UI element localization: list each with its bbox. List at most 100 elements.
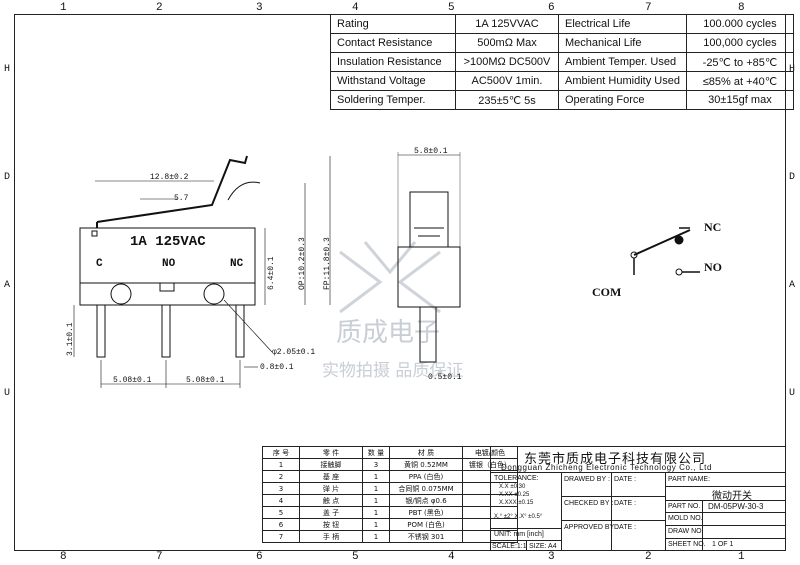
bom-cell: 5 (262, 506, 300, 519)
spec-label: Soldering Temper. (330, 90, 456, 110)
dim-pin-width: 0.8±0.1 (260, 363, 294, 372)
grid-col-bottom-1: 1 (738, 551, 745, 563)
part-name-value: 微动开关 (712, 491, 752, 502)
tolerance-label: TOLERANCE: (494, 475, 539, 482)
grid-row-left-u: U (4, 388, 11, 399)
drawed-date-label: DATE : (614, 476, 637, 483)
bom-cell: 接触脚 (299, 458, 363, 471)
grid-col-bottom-6: 6 (256, 551, 263, 563)
schematic-label-nc: NC (704, 220, 722, 234)
dim-body-height: 6.4±0.1 (267, 256, 276, 290)
angle-tolerance: X.° ±2° X.X° ±0.5° (494, 514, 543, 520)
spec-value: 100,000 cycles (685, 33, 794, 53)
bom-cell: 1 (362, 518, 390, 531)
checked-by-label: CHECKED BY : (564, 500, 614, 507)
watermark-text: 质成电子 (336, 318, 441, 348)
mounting-hole-left (110, 283, 132, 305)
bom-cell: 不锈钢 301 (389, 530, 463, 543)
bom-cell: 按 钮 (299, 518, 363, 531)
terminal-label-c: C (96, 258, 103, 270)
spec-value: AC500V 1min. (455, 71, 559, 91)
side-view-pin (419, 306, 437, 363)
body-rating-label: 1A 125VAC (130, 234, 206, 250)
bom-header-row: 序 号 零 件 数 量 材 质 电镀/颜色 (262, 446, 518, 459)
schematic-label-com: COM (592, 285, 622, 299)
dim-side-width: 5.8±0.1 (414, 147, 448, 156)
bom-cell: 1 (362, 506, 390, 519)
grid-row-left-h: H (4, 64, 11, 75)
bom-cell: 银/铜点 φ0.6 (389, 494, 463, 507)
part-no-value: DM-05PW-30-3 (708, 502, 764, 511)
bom-cell: 7 (262, 530, 300, 543)
draw-no-label: DRAW NO. (668, 528, 704, 535)
approved-by-label: APPROVED BY : (564, 524, 618, 531)
grid-col-top-4: 4 (352, 2, 359, 14)
spec-value: 235±5℃ 5s (455, 90, 559, 110)
spec-row: Soldering Temper. 235±5℃ 5s Operating Fo… (330, 90, 794, 110)
tolerance-line-1: X.X ±0.30 (499, 484, 526, 490)
grid-col-bottom-4: 4 (448, 551, 455, 563)
spec-value: -25℃ to +85℃ (685, 52, 794, 72)
bom-cell: 2 (262, 470, 300, 483)
terminal-label-no: NO (162, 258, 176, 270)
tolerance-line-2: X.XX ±0.25 (499, 492, 530, 498)
grid-col-top-7: 7 (645, 2, 652, 14)
bom-cell: PPA (白色) (389, 470, 463, 483)
bom-cell: POM (白色) (389, 518, 463, 531)
bom-cell: 1 (262, 458, 300, 471)
spec-label: Operating Force (558, 90, 687, 110)
bom-cell: 盖 子 (299, 506, 363, 519)
spec-row: Insulation Resistance >100MΩ DC500V Ambi… (330, 52, 794, 72)
dim-free-position: FP:11.8±0.3 (323, 237, 332, 290)
dim-lever-length: 12.8±0.2 (150, 173, 189, 182)
lever-arm (96, 155, 248, 223)
mounting-hole-right (203, 283, 225, 305)
grid-col-top-8: 8 (738, 2, 745, 14)
schematic-nc-contact (674, 235, 684, 245)
schematic-switch-blade (633, 229, 691, 256)
spec-value: 100.000 cycles (685, 14, 794, 34)
grid-row-left-a: A (4, 280, 11, 291)
grid-col-bottom-8: 8 (60, 551, 67, 563)
spec-label: Ambient Temper. Used (558, 52, 687, 72)
dim-side-pin: 0.5±0.1 (428, 373, 462, 382)
pin-nc (235, 304, 245, 358)
spec-label: Electrical Life (558, 14, 687, 34)
bom-header: 数 量 (362, 446, 390, 459)
sheet-no-label: SHEET NO. (668, 541, 706, 548)
grid-col-top-5: 5 (448, 2, 455, 14)
dim-lever-small: 5.7 (174, 194, 189, 203)
grid-col-bottom-3: 3 (548, 551, 555, 563)
bom-cell: 手 柄 (299, 530, 363, 543)
grid-col-bottom-2: 2 (645, 551, 652, 563)
scale-label: SCALE:1:1 (492, 543, 527, 550)
grid-col-top-2: 2 (156, 2, 163, 14)
spec-table: Rating 1A 125VVAC Electrical Life 100.00… (330, 14, 794, 110)
spec-value: ≤85% at +40℃ (685, 71, 794, 91)
mold-no-label: MOLD NO. (668, 515, 703, 522)
grid-col-bottom-5: 5 (352, 551, 359, 563)
grid-col-top-6: 6 (548, 2, 555, 14)
bom-header: 材 质 (389, 446, 463, 459)
dim-pin-pitch-2: 5.08±0.1 (186, 376, 225, 385)
grid-row-right-d: D (789, 172, 796, 183)
bom-cell: 1 (362, 482, 390, 495)
bom-cell: 1 (362, 530, 390, 543)
bom-header: 零 件 (299, 446, 363, 459)
grid-col-top-3: 3 (256, 2, 263, 14)
drawed-by-label: DRAWED BY : (564, 476, 610, 483)
schematic-label-no: NO (704, 260, 722, 274)
sheet-no-value: 1 OF 1 (712, 541, 734, 548)
title-block (490, 446, 786, 551)
bom-cell: 黄铜 0.52MM (389, 458, 463, 471)
side-view-actuator (409, 191, 449, 248)
bom-cell: 3 (362, 458, 390, 471)
